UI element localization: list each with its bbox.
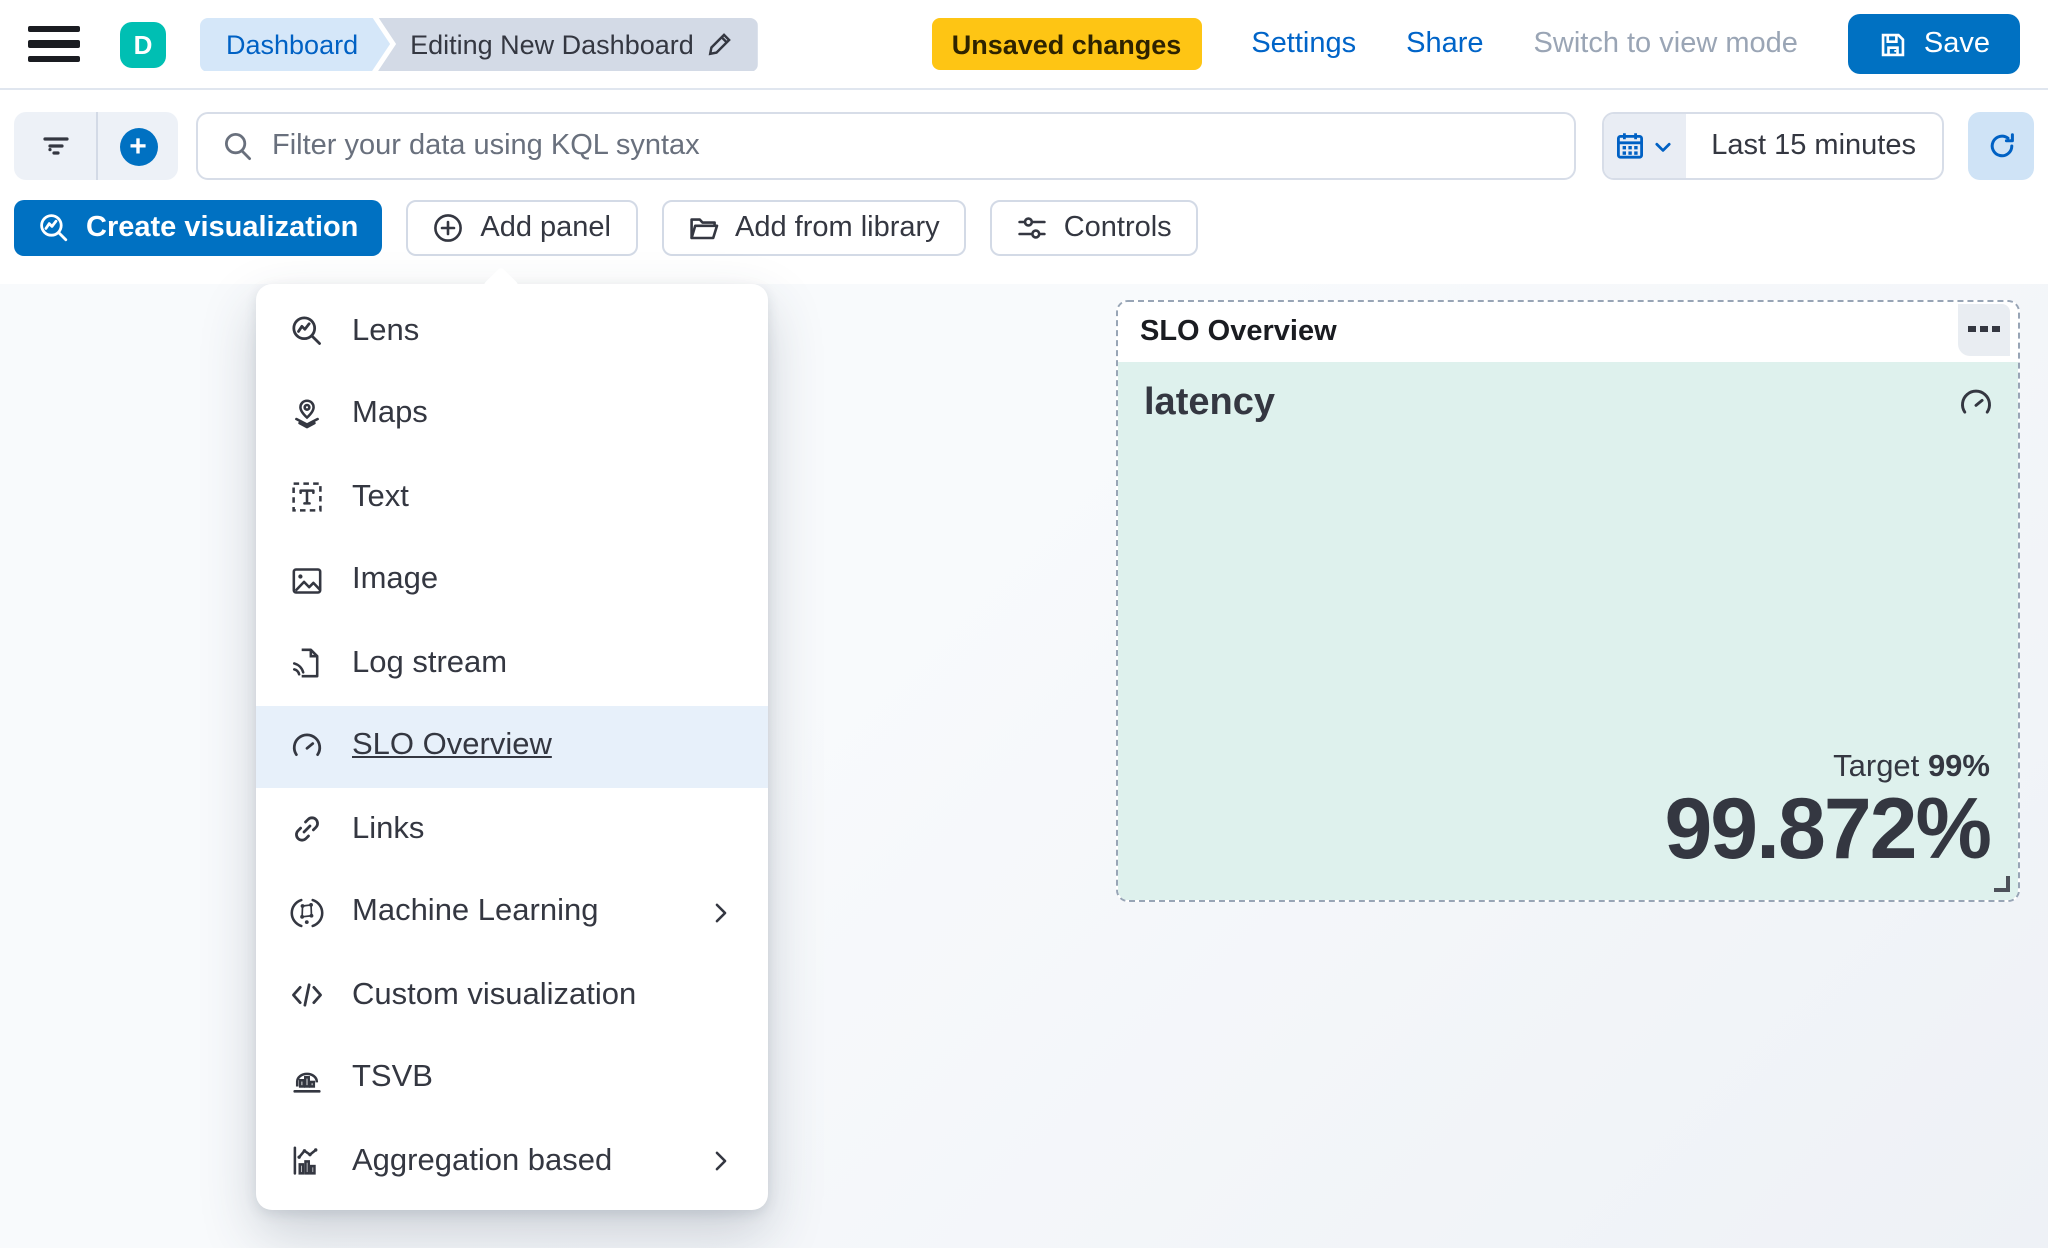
menu-item-slo-overview[interactable]: SLO Overview bbox=[256, 705, 768, 788]
menu-item-lens[interactable]: Lens bbox=[256, 290, 768, 373]
slo-target-value: 99% bbox=[1927, 749, 1990, 784]
menu-item-label: Machine Learning bbox=[352, 894, 599, 929]
aggregation-icon bbox=[290, 1145, 324, 1179]
save-button-label: Save bbox=[1923, 28, 1990, 60]
menu-item-text[interactable]: Text bbox=[256, 456, 768, 539]
menu-item-log-stream[interactable]: Log stream bbox=[256, 622, 768, 705]
menu-item-aggregation-based[interactable]: Aggregation based bbox=[256, 1120, 768, 1203]
controls-button[interactable]: Controls bbox=[989, 200, 1198, 256]
menu-item-label: Text bbox=[352, 479, 409, 514]
edit-toolbar: Create visualization Add panel Add from … bbox=[0, 200, 2048, 284]
kql-search-bar[interactable] bbox=[196, 112, 1576, 180]
header-actions: Unsaved changes Settings Share Switch to… bbox=[931, 14, 2020, 74]
menu-item-custom-visualization[interactable]: Custom visualization bbox=[256, 954, 768, 1037]
breadcrumb-dashboard[interactable]: Dashboard bbox=[200, 17, 390, 71]
plus-circle-icon: + bbox=[119, 127, 157, 165]
create-visualization-button[interactable]: Create visualization bbox=[14, 200, 383, 256]
lens-icon bbox=[290, 315, 324, 349]
filter-button[interactable] bbox=[14, 112, 96, 180]
menu-item-label: Log stream bbox=[352, 645, 508, 680]
image-icon bbox=[290, 564, 324, 598]
log-stream-icon bbox=[290, 647, 324, 681]
menu-item-label: Custom visualization bbox=[352, 977, 637, 1012]
slo-overview-panel[interactable]: SLO Overview latency Target 99% 99.872% bbox=[1116, 300, 2020, 902]
menu-item-label: Maps bbox=[352, 396, 428, 431]
chevron-right-icon bbox=[708, 900, 734, 926]
breadcrumb: Dashboard Editing New Dashboard bbox=[200, 17, 758, 71]
link-icon bbox=[290, 813, 324, 847]
folder-icon bbox=[687, 212, 719, 244]
slo-card[interactable]: latency Target 99% 99.872% bbox=[1118, 362, 2018, 900]
time-range-value[interactable]: Last 15 minutes bbox=[1711, 130, 1916, 162]
chevron-down-icon bbox=[1652, 135, 1674, 157]
slo-values: Target 99% 99.872% bbox=[1664, 749, 1992, 878]
kql-search-input[interactable] bbox=[272, 130, 1550, 162]
add-from-library-button[interactable]: Add from library bbox=[661, 200, 966, 256]
slo-value: 99.872% bbox=[1664, 781, 1992, 878]
slo-metric-name: latency bbox=[1144, 382, 1275, 424]
add-panel-label: Add panel bbox=[480, 212, 611, 244]
slo-target-label: Target bbox=[1833, 749, 1920, 784]
breadcrumb-current[interactable]: Editing New Dashboard bbox=[378, 17, 758, 71]
edit-pencil-icon bbox=[706, 30, 734, 58]
tsvb-icon bbox=[290, 1062, 324, 1096]
save-floppy-icon bbox=[1878, 29, 1908, 59]
menu-item-label: Aggregation based bbox=[352, 1143, 613, 1178]
plus-in-circle-icon bbox=[432, 212, 464, 244]
create-visualization-label: Create visualization bbox=[86, 212, 359, 244]
menu-item-label: SLO Overview bbox=[352, 728, 552, 763]
text-icon bbox=[290, 481, 324, 515]
lens-app-icon bbox=[38, 212, 70, 244]
menu-item-maps[interactable]: Maps bbox=[256, 373, 768, 456]
app-header: D Dashboard Editing New Dashboard Unsave… bbox=[0, 0, 2048, 90]
panel-options-button[interactable] bbox=[1958, 303, 2010, 355]
menu-item-links[interactable]: Links bbox=[256, 788, 768, 871]
refresh-button[interactable] bbox=[1968, 112, 2034, 180]
share-link[interactable]: Share bbox=[1406, 28, 1484, 60]
menu-item-label: Lens bbox=[352, 313, 420, 348]
date-picker-toggle[interactable] bbox=[1603, 114, 1686, 178]
filter-icon bbox=[39, 130, 71, 162]
calendar-icon bbox=[1614, 130, 1646, 162]
query-bar: + Last 15 minutes bbox=[0, 90, 2048, 200]
menu-item-label: Image bbox=[352, 562, 439, 597]
add-panel-menu: Lens Maps Text Image Log stream bbox=[256, 266, 768, 1209]
menu-item-label: Links bbox=[352, 811, 425, 846]
boxes-horizontal-icon bbox=[1968, 325, 1976, 333]
menu-hamburger-icon[interactable] bbox=[28, 18, 80, 70]
save-button[interactable]: Save bbox=[1847, 14, 2020, 74]
add-panel-button[interactable]: Add panel bbox=[406, 200, 637, 256]
settings-link[interactable]: Settings bbox=[1251, 28, 1357, 60]
gauge-icon bbox=[290, 730, 324, 764]
switch-view-mode-link[interactable]: Switch to view mode bbox=[1533, 28, 1798, 60]
menu-item-machine-learning[interactable]: Machine Learning bbox=[256, 871, 768, 954]
machine-learning-icon bbox=[290, 896, 324, 930]
add-filter-button[interactable]: + bbox=[96, 112, 178, 180]
gauge-icon bbox=[1958, 386, 1994, 422]
search-icon bbox=[222, 130, 254, 162]
controls-label: Controls bbox=[1063, 212, 1172, 244]
menu-item-label: TSVB bbox=[352, 1060, 433, 1095]
add-from-library-label: Add from library bbox=[735, 212, 940, 244]
panel-header: SLO Overview bbox=[1118, 302, 2018, 362]
filter-controls-group: + bbox=[14, 112, 178, 180]
chevron-right-icon bbox=[708, 1149, 734, 1175]
menu-item-tsvb[interactable]: TSVB bbox=[256, 1037, 768, 1120]
menu-item-image[interactable]: Image bbox=[256, 539, 768, 622]
avatar[interactable]: D bbox=[120, 21, 166, 67]
breadcrumb-current-label: Editing New Dashboard bbox=[410, 29, 694, 59]
maps-icon bbox=[290, 398, 324, 432]
refresh-icon bbox=[1985, 130, 2017, 162]
unsaved-changes-badge: Unsaved changes bbox=[931, 18, 1202, 70]
code-icon bbox=[290, 979, 324, 1013]
date-picker: Last 15 minutes bbox=[1601, 112, 1944, 180]
panel-resize-handle[interactable] bbox=[1994, 876, 2010, 892]
panel-title: SLO Overview bbox=[1140, 316, 1337, 348]
sliders-icon bbox=[1016, 212, 1048, 244]
